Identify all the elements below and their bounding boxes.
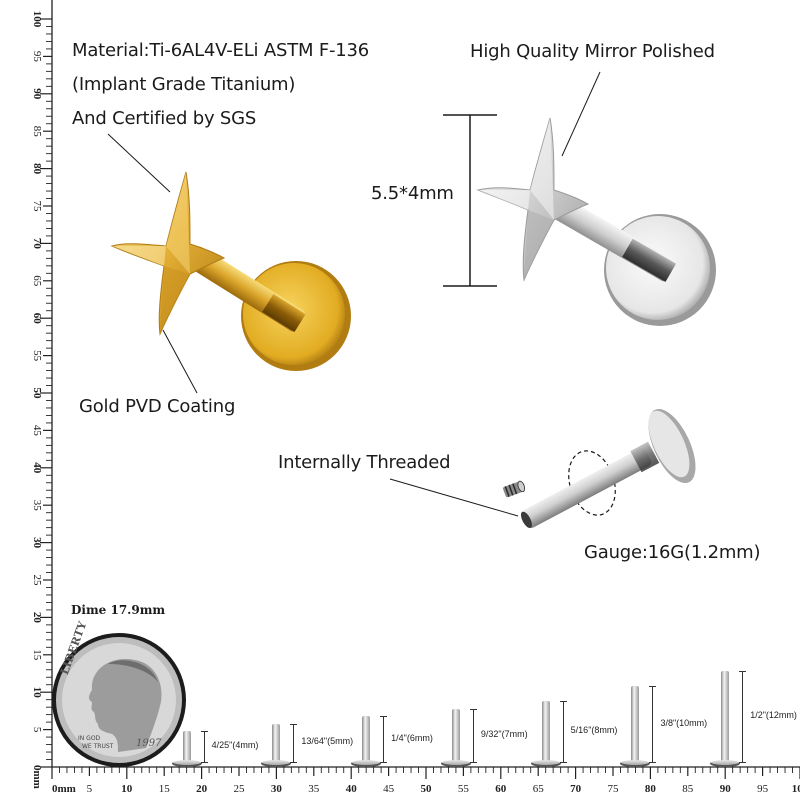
ruler-v-label: 20	[31, 612, 43, 624]
post-length-label: 5/16"(8mm)	[570, 725, 618, 736]
ruler-h-label: 10	[121, 783, 133, 795]
ruler-h-label: 70	[570, 783, 582, 795]
post-length-marker	[290, 723, 298, 763]
post-disc	[261, 760, 292, 767]
threaded-post-assembly	[520, 408, 696, 529]
threaded-leader-line	[389, 478, 519, 517]
material-spec-line-3: And Certified by SGS	[72, 108, 257, 129]
internally-threaded-label: Internally Threaded	[278, 452, 451, 473]
post-shaft	[631, 686, 640, 761]
ruler-v-label: 40	[31, 462, 43, 474]
post-length-label: 9/32"(7mm)	[480, 728, 528, 739]
ruler-v-label: 10	[31, 687, 43, 699]
post-length-marker	[559, 701, 567, 763]
dime-size-label: Dime 17.9mm	[71, 603, 166, 617]
ruler-v-label: 100	[31, 11, 43, 28]
coin-year-text: 1997	[136, 738, 162, 749]
ruler-v-label: 85	[31, 126, 43, 138]
coin-motto-line-1: IN GOD	[78, 735, 101, 742]
dimension-bracket	[443, 114, 497, 287]
gold-coating-leader-line	[162, 329, 198, 394]
ruler-v-label: 45	[31, 425, 43, 437]
ruler-h-label: 25	[234, 783, 246, 795]
post-disc	[620, 760, 651, 767]
silver-post-bar	[545, 193, 677, 282]
post-shaft	[362, 716, 371, 761]
ruler-v-label: 5	[31, 727, 43, 733]
post-length-label: 1/4"(6mm)	[391, 732, 433, 743]
post-length-label: 1/2"(12mm)	[750, 710, 797, 721]
ruler-v-label: 25	[31, 575, 43, 587]
mirror-polished-label: High Quality Mirror Polished	[470, 41, 715, 62]
ruler-v-label: 15	[31, 649, 43, 661]
post-disc	[710, 760, 741, 767]
post-disc	[351, 760, 382, 767]
ruler-h-label: 50	[421, 783, 433, 795]
material-spec-line-2: (Implant Grade Titanium)	[72, 74, 296, 95]
thread-screw	[503, 480, 526, 498]
post-shaft	[451, 708, 460, 761]
ruler-h-label: 5	[87, 783, 93, 795]
gold-star-top	[110, 171, 226, 336]
material-leader-line	[107, 133, 171, 193]
post-disc	[530, 760, 561, 767]
gold-coating-label: Gold PVD Coating	[79, 396, 236, 417]
dimension-label: 5.5*4mm	[371, 183, 454, 204]
ruler-h-label: 30	[271, 783, 283, 795]
post-length-marker	[200, 731, 208, 763]
post-length-marker	[649, 686, 657, 763]
ruler-h-label: 60	[495, 783, 507, 795]
ruler-h-label: 85	[682, 783, 694, 795]
post-shaft	[721, 671, 730, 761]
mirror-leader-line	[561, 71, 601, 157]
dime-coin	[52, 633, 186, 767]
ruler-v-label: 60	[31, 313, 43, 325]
ruler-h-label: 0mm	[52, 783, 76, 795]
ruler-h-label: 75	[608, 783, 620, 795]
ruler-v-label: 80	[31, 163, 43, 175]
post-length-marker	[739, 671, 747, 763]
post-shaft	[541, 701, 550, 761]
post-length-label: 4/25"(4mm)	[211, 740, 259, 751]
ruler-v-label: 35	[31, 500, 43, 512]
ruler-v-label: 65	[31, 275, 43, 287]
post-shaft	[182, 731, 191, 761]
gauge-label: Gauge:16G(1.2mm)	[584, 542, 761, 563]
post-length-marker	[380, 716, 388, 763]
post-length-marker	[469, 708, 477, 763]
ruler-h-label: 55	[458, 783, 470, 795]
ruler-h-label: 95	[757, 783, 769, 795]
ruler-h-label: 65	[533, 783, 545, 795]
ruler-v-label: 50	[31, 388, 43, 400]
ruler-h-label: 100	[792, 783, 800, 795]
ruler-h-label: 20	[196, 783, 208, 795]
ruler-h-label: 45	[383, 783, 395, 795]
coin-motto-line-2: WE TRUST	[82, 743, 114, 750]
ruler-h-label: 35	[308, 783, 320, 795]
ruler-h-label: 80	[645, 783, 657, 795]
ruler-v-label: 90	[31, 88, 43, 100]
ruler-h-label: 90	[720, 783, 732, 795]
ruler-v-label: 95	[31, 51, 43, 63]
material-spec-line-1: Material:Ti-6AL4V-ELi ASTM F-136	[72, 40, 370, 61]
post-length-label: 13/64"(5mm)	[301, 736, 354, 747]
post-disc	[440, 760, 471, 767]
ruler-h-label: 40	[346, 783, 358, 795]
gold-post-bar	[186, 246, 306, 333]
ruler-v-label: 0mm	[31, 765, 43, 789]
ruler-v-label: 70	[31, 238, 43, 250]
ruler-v-label: 30	[31, 537, 43, 549]
post-shaft	[272, 723, 281, 761]
ruler-v-label: 55	[31, 350, 43, 362]
ruler-h-label: 15	[159, 783, 171, 795]
post-disc	[171, 760, 202, 767]
post-length-label: 3/8"(10mm)	[660, 717, 708, 728]
silver-star-top	[476, 117, 590, 282]
ruler-v-label: 75	[31, 201, 43, 213]
